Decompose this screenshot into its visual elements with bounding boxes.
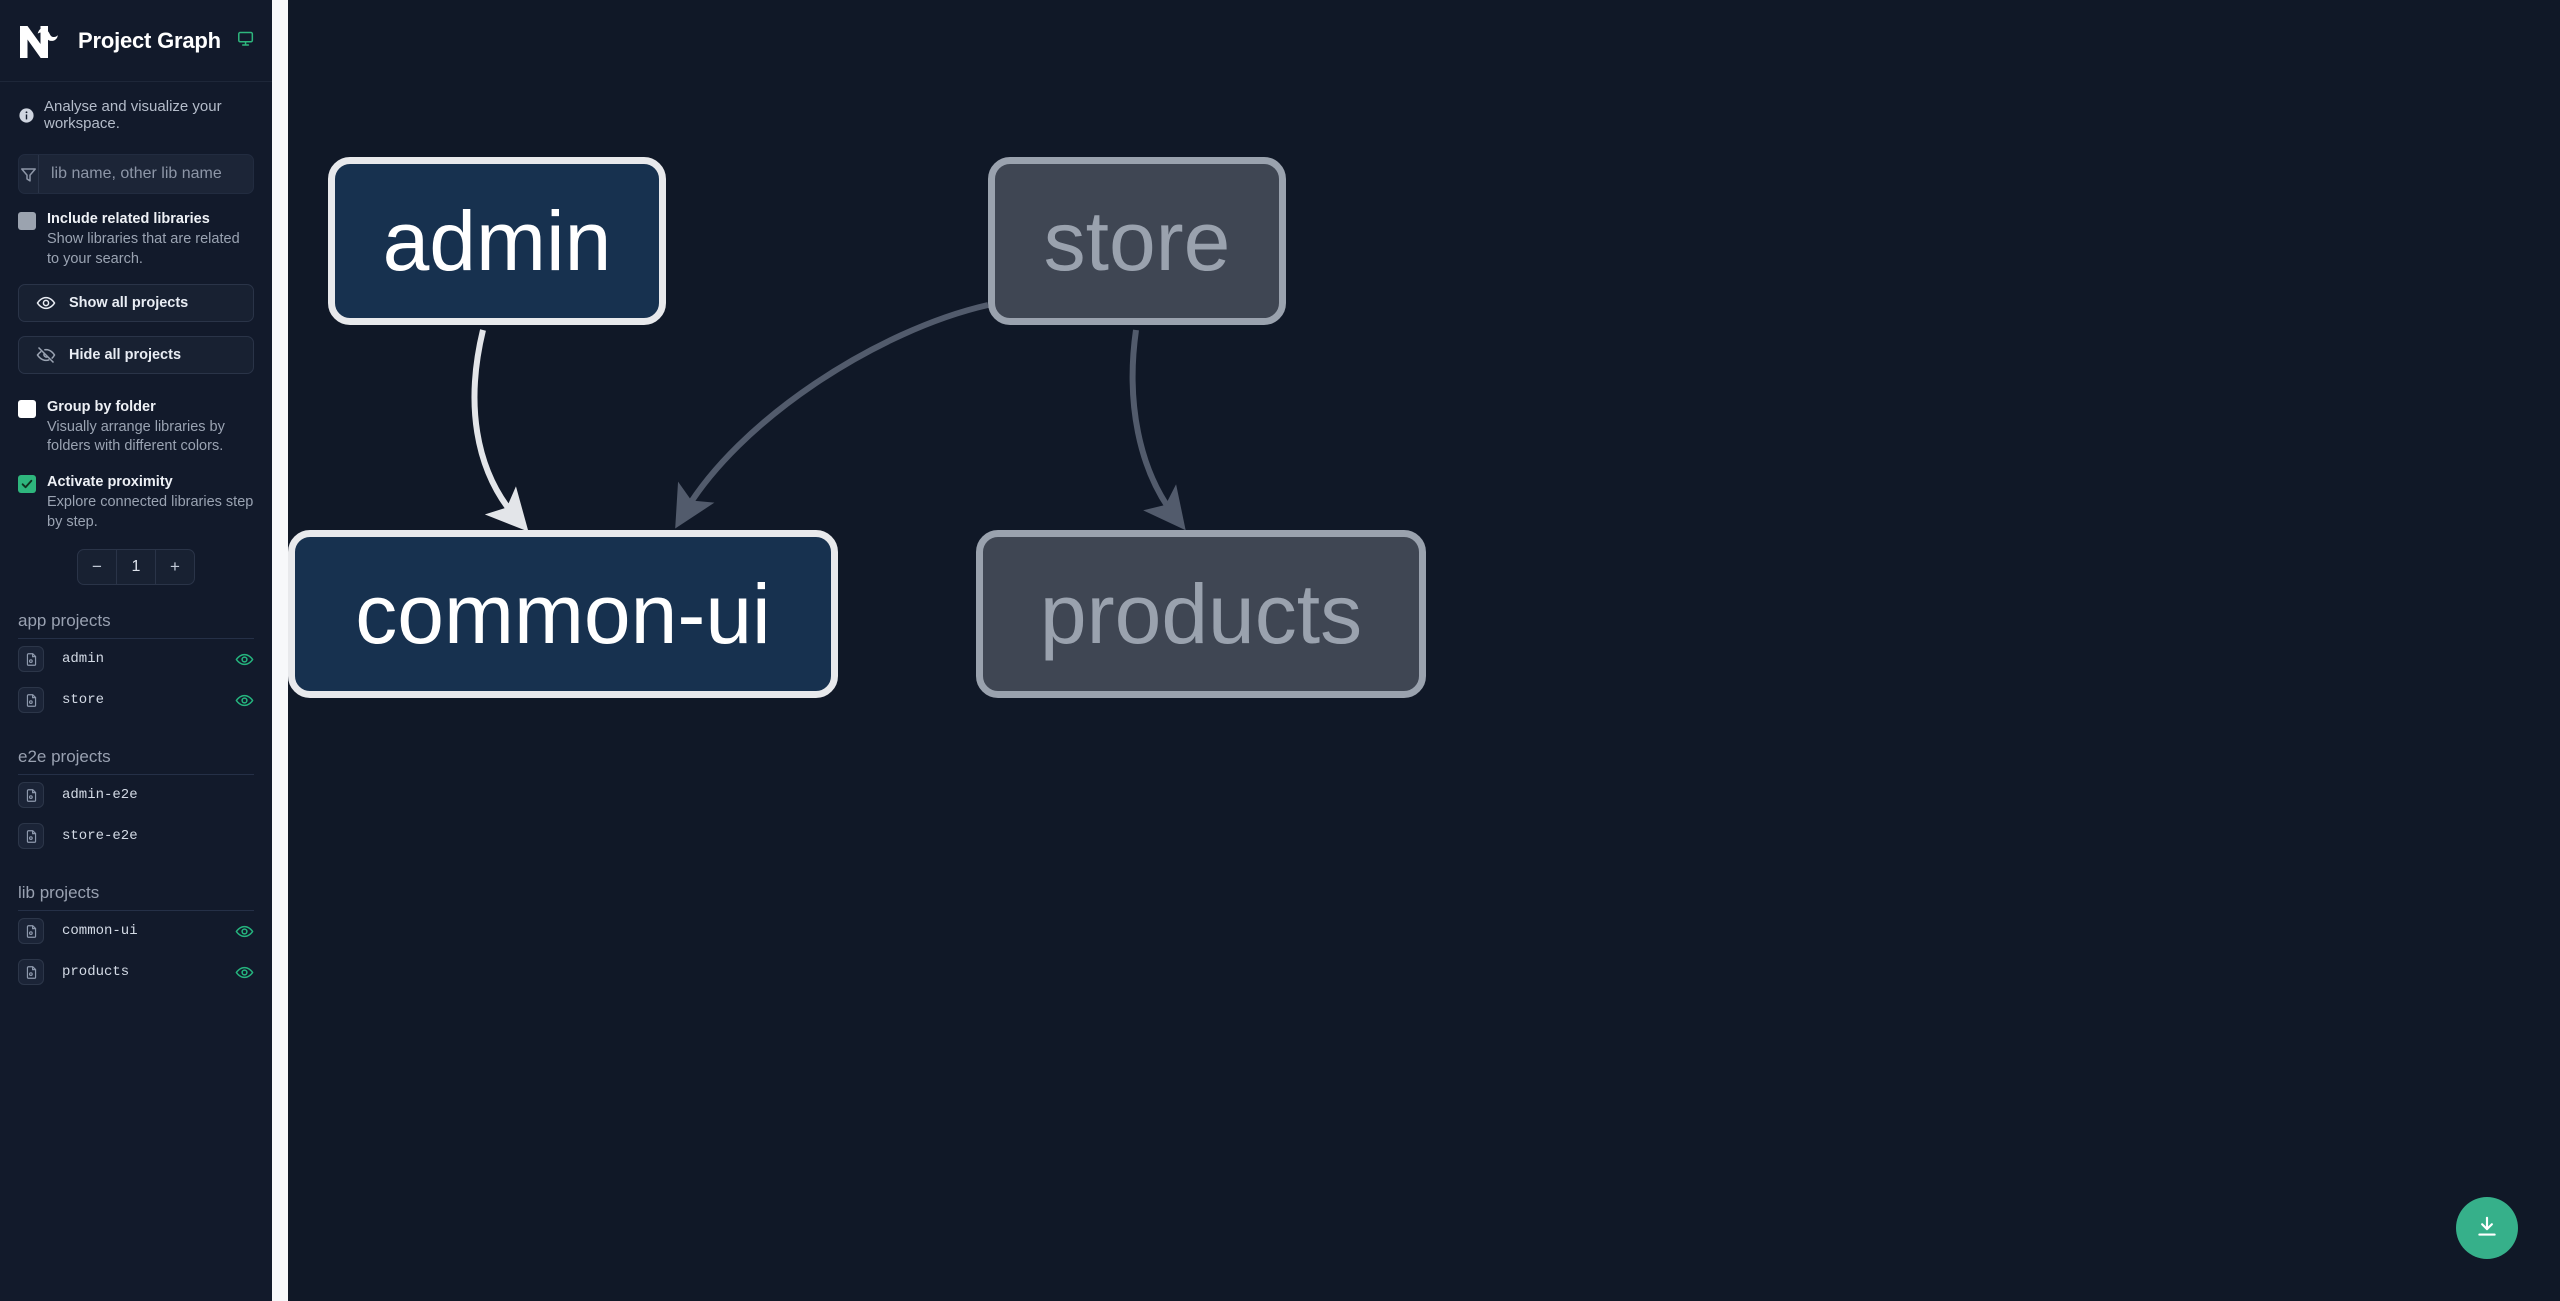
hide-all-projects-label: Hide all projects bbox=[69, 346, 182, 363]
search-input[interactable] bbox=[39, 155, 253, 193]
eye-icon bbox=[36, 293, 56, 313]
checkbox-activate-proximity[interactable] bbox=[18, 475, 36, 494]
project-file-icon bbox=[18, 687, 44, 714]
sidebar: Project Graph Analyse and visualize your… bbox=[0, 0, 272, 1301]
checkbox-include-related-libraries[interactable] bbox=[18, 212, 36, 230]
graph-node-label: common-ui bbox=[355, 567, 771, 661]
graph-node-label: products bbox=[1039, 567, 1363, 661]
option-include-related-libraries[interactable]: Include related libraries Show libraries… bbox=[18, 210, 254, 270]
list-item-store-e2e[interactable]: store-e2e bbox=[18, 816, 254, 857]
graph-node-common-ui[interactable]: common-ui bbox=[288, 530, 838, 698]
edge-admin-to-common-ui bbox=[471, 329, 529, 532]
graph-edges bbox=[471, 302, 1186, 532]
option-description: Show libraries that are related to your … bbox=[47, 231, 240, 267]
filter-icon bbox=[19, 155, 39, 193]
list-item-common-ui[interactable]: common-ui bbox=[18, 911, 254, 952]
option-label: Include related libraries bbox=[47, 211, 210, 227]
project-name: products bbox=[62, 964, 130, 981]
project-name: common-ui bbox=[62, 923, 138, 940]
sidebar-header: Project Graph bbox=[0, 0, 272, 82]
hide-all-projects-button[interactable]: Hide all projects bbox=[18, 335, 254, 374]
monitor-icon[interactable] bbox=[237, 30, 254, 52]
project-file-icon bbox=[18, 823, 44, 850]
checkbox-group-by-folder[interactable] bbox=[18, 399, 36, 418]
eye-icon[interactable] bbox=[235, 922, 254, 941]
show-all-projects-button[interactable]: Show all projects bbox=[18, 283, 254, 322]
project-file-icon bbox=[18, 918, 44, 945]
list-item-admin-e2e[interactable]: admin-e2e bbox=[18, 775, 254, 816]
project-name: admin-e2e bbox=[62, 787, 138, 804]
proximity-increment-button[interactable]: + bbox=[155, 549, 194, 584]
sidebar-resizer[interactable] bbox=[272, 0, 288, 1301]
eye-off-icon bbox=[36, 345, 56, 365]
proximity-decrement-button[interactable]: − bbox=[92, 556, 102, 576]
edge-store-to-products bbox=[1129, 329, 1186, 531]
search-bar[interactable] bbox=[18, 154, 254, 194]
graph-node-label: admin bbox=[382, 194, 612, 288]
nx-logo bbox=[18, 22, 62, 60]
download-icon bbox=[2474, 1214, 2500, 1243]
sidebar-body: Include related libraries Show libraries… bbox=[0, 132, 272, 1301]
proximity-value: 1 bbox=[116, 549, 155, 584]
section-header-app-projects: app projects bbox=[18, 611, 254, 639]
proximity-stepper[interactable]: − 1 + bbox=[77, 548, 195, 585]
eye-icon[interactable] bbox=[235, 963, 254, 982]
graph-node-admin[interactable]: admin bbox=[328, 157, 666, 325]
list-item-store[interactable]: store bbox=[18, 680, 254, 721]
option-group-by-folder[interactable]: Group by folder Visually arrange librari… bbox=[18, 398, 254, 458]
project-file-icon bbox=[18, 782, 44, 809]
graph-node-products[interactable]: products bbox=[976, 530, 1426, 698]
eye-icon[interactable] bbox=[235, 650, 254, 669]
option-label: Activate proximity bbox=[47, 474, 173, 491]
option-label: Group by folder bbox=[47, 398, 156, 415]
option-description: Explore connected libraries step by step… bbox=[47, 494, 254, 530]
graph-node-label: store bbox=[1043, 194, 1231, 288]
info-icon bbox=[18, 107, 35, 124]
page-title: Project Graph bbox=[78, 27, 221, 53]
option-description: Visually arrange libraries by folders wi… bbox=[47, 418, 225, 455]
show-all-projects-label: Show all projects bbox=[69, 294, 189, 311]
tagline: Analyse and visualize your workspace. bbox=[0, 82, 272, 132]
project-file-icon bbox=[18, 646, 44, 673]
download-graph-button[interactable] bbox=[2456, 1197, 2518, 1259]
project-name: admin bbox=[62, 651, 105, 668]
project-file-icon bbox=[18, 959, 44, 986]
option-activate-proximity[interactable]: Activate proximity Explore connected lib… bbox=[18, 473, 254, 533]
graph-canvas[interactable]: admin store common-ui products bbox=[288, 0, 2560, 1301]
project-name: store-e2e bbox=[62, 828, 138, 845]
project-name: store bbox=[62, 692, 105, 709]
list-item-admin[interactable]: admin bbox=[18, 639, 254, 680]
tagline-text: Analyse and visualize your workspace. bbox=[44, 98, 222, 132]
section-header-lib-projects: lib projects bbox=[18, 883, 254, 911]
edge-store-to-common-ui bbox=[675, 302, 989, 529]
eye-icon[interactable] bbox=[235, 691, 254, 710]
graph-node-store[interactable]: store bbox=[988, 157, 1286, 325]
list-item-products[interactable]: products bbox=[18, 952, 254, 993]
section-header-e2e-projects: e2e projects bbox=[18, 747, 254, 775]
